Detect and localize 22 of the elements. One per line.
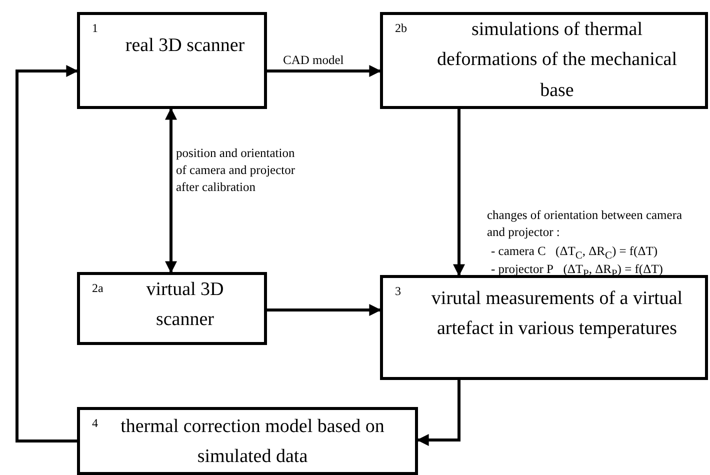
process-box [77, 272, 267, 345]
process-box [380, 275, 708, 380]
arrow [267, 304, 382, 316]
box-text: simulations of thermal deformations of the mechanical base [436, 18, 678, 103]
process-box [380, 12, 708, 109]
arrow [453, 109, 465, 276]
box-text: real 3D scanner [124, 34, 246, 58]
arrow [165, 108, 177, 274]
arrow [16, 65, 78, 442]
box-text: virutal measurements of a virtual artefact in various temperatures [430, 287, 684, 342]
arrow [267, 65, 382, 77]
box-text: thermal correction model based on simulated data [120, 415, 386, 470]
step-number: 3 [395, 284, 401, 299]
process-box [77, 12, 267, 109]
formula-text: - camera C⃗(ΔT$_{C}$, ΔR$_{C}$) = f(ΔT) [491, 244, 658, 262]
step-number: 4 [92, 416, 98, 431]
arrow [416, 380, 460, 446]
step-number: 1 [92, 21, 98, 36]
step-number: 2a [92, 281, 104, 296]
box-text: virtual 3D scanner [145, 278, 225, 332]
step-number: 2b [395, 21, 407, 36]
process-box [77, 407, 418, 475]
